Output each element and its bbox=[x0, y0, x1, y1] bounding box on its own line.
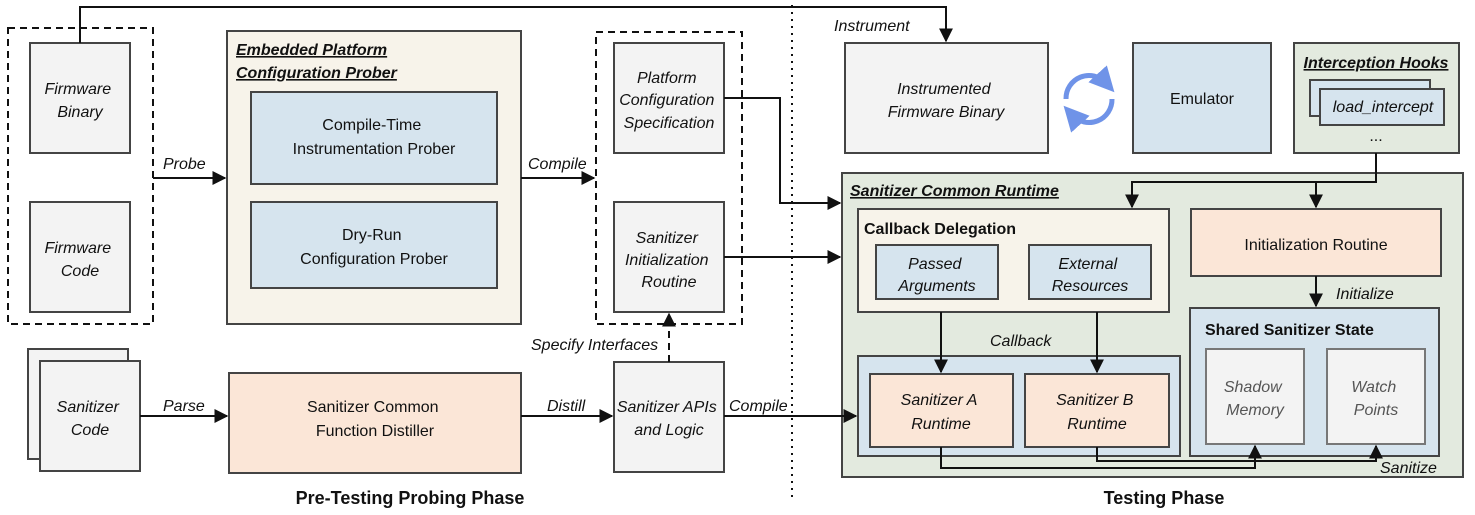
watch-points-label: Watch Points bbox=[1351, 379, 1401, 419]
pre-testing-phase-label: Pre-Testing Probing Phase bbox=[296, 488, 525, 508]
sanitize-edge-a bbox=[940, 444, 1262, 469]
probe-edge-label: Probe bbox=[163, 156, 206, 173]
sanitizer-code-box bbox=[39, 360, 141, 472]
firmware-binary-box bbox=[29, 42, 131, 154]
firmware-binary-label: Firmware Binary bbox=[44, 81, 115, 121]
sanitizer-b-label: Sanitizer B Runtime bbox=[1056, 392, 1138, 433]
firmware-code-box bbox=[29, 201, 131, 313]
distiller-box bbox=[228, 372, 522, 474]
compile-edge-2-label: Compile bbox=[729, 398, 788, 415]
sanitize-edge-label: Sanitize bbox=[1380, 460, 1437, 477]
sanitizer-init-routine-label: Sanitizer Initialization Routine bbox=[625, 230, 713, 291]
callback-delegation-title: Callback Delegation bbox=[864, 221, 1016, 238]
hook-item-label: load_intercept bbox=[1333, 99, 1434, 116]
instrument-edge bbox=[79, 6, 953, 43]
shared-state-title: Shared Sanitizer State bbox=[1205, 322, 1374, 339]
platform-spec-box bbox=[613, 42, 725, 154]
hooks-ellipsis: ... bbox=[1369, 128, 1382, 145]
compile-time-prober-box bbox=[250, 91, 498, 185]
hooks-to-delegation-edge bbox=[1125, 153, 1377, 209]
dry-run-prober-label: Dry-Run Configuration Prober bbox=[300, 227, 448, 268]
platform-spec-label: Platform Configuration Specification bbox=[619, 70, 719, 132]
passed-arguments-label: Passed Arguments bbox=[897, 256, 975, 295]
testing-phase-label: Testing Phase bbox=[1104, 488, 1225, 508]
specify-interfaces-label: Specify Interfaces bbox=[531, 337, 658, 354]
sync-icon bbox=[1063, 65, 1115, 133]
external-resources-box bbox=[1028, 244, 1152, 300]
sanitizer-apis-label: Sanitizer APIs and Logic bbox=[617, 399, 721, 439]
emulator-box bbox=[1132, 42, 1272, 154]
dry-run-prober-box bbox=[250, 201, 498, 289]
sanitizer-b-box bbox=[1024, 373, 1170, 448]
external-resources-label: External Resources bbox=[1052, 256, 1128, 295]
hook-card bbox=[1319, 88, 1445, 126]
distiller-label: Sanitizer Common Function Distiller bbox=[307, 399, 443, 440]
compile-time-prober-label: Compile-Time Instrumentation Prober bbox=[293, 117, 456, 158]
initialization-routine-box bbox=[1190, 208, 1442, 277]
passed-arguments-box bbox=[875, 244, 999, 300]
prober-title-line1: Embedded Platform bbox=[236, 42, 387, 59]
sanitizer-a-box bbox=[869, 373, 1014, 448]
shadow-memory-box bbox=[1205, 348, 1305, 445]
instrument-edge-label: Instrument bbox=[834, 18, 910, 35]
prober-title-line2: Configuration Prober bbox=[236, 65, 398, 82]
watch-points-box bbox=[1326, 348, 1426, 445]
sanitize-edge-b bbox=[1096, 444, 1383, 462]
shadow-memory-label: Shadow Memory bbox=[1224, 379, 1286, 419]
distill-edge-label: Distill bbox=[547, 398, 586, 415]
instrumented-binary-box bbox=[844, 42, 1049, 154]
initialize-edge-label: Initialize bbox=[1336, 286, 1394, 303]
sanitizer-code-label: Sanitizer Code bbox=[57, 399, 124, 439]
hooks-title: Interception Hooks bbox=[1304, 55, 1449, 72]
runtime-title: Sanitizer Common Runtime bbox=[850, 183, 1059, 200]
callback-edge-label: Callback bbox=[990, 333, 1052, 350]
sanitizer-apis-box bbox=[613, 361, 725, 473]
parse-edge-label: Parse bbox=[163, 398, 205, 415]
initialization-routine-label: Initialization Routine bbox=[1244, 237, 1387, 254]
sanitizer-init-routine-box bbox=[613, 201, 725, 313]
compile-edge-1-label: Compile bbox=[528, 156, 587, 173]
spec-to-runtime-edge bbox=[724, 97, 842, 210]
emulator-label: Emulator bbox=[1170, 91, 1235, 108]
firmware-code-label: Firmware Code bbox=[44, 240, 115, 280]
sanitizer-a-label: Sanitizer A Runtime bbox=[901, 392, 982, 433]
instrumented-binary-label: Instrumented Firmware Binary bbox=[888, 81, 1005, 121]
